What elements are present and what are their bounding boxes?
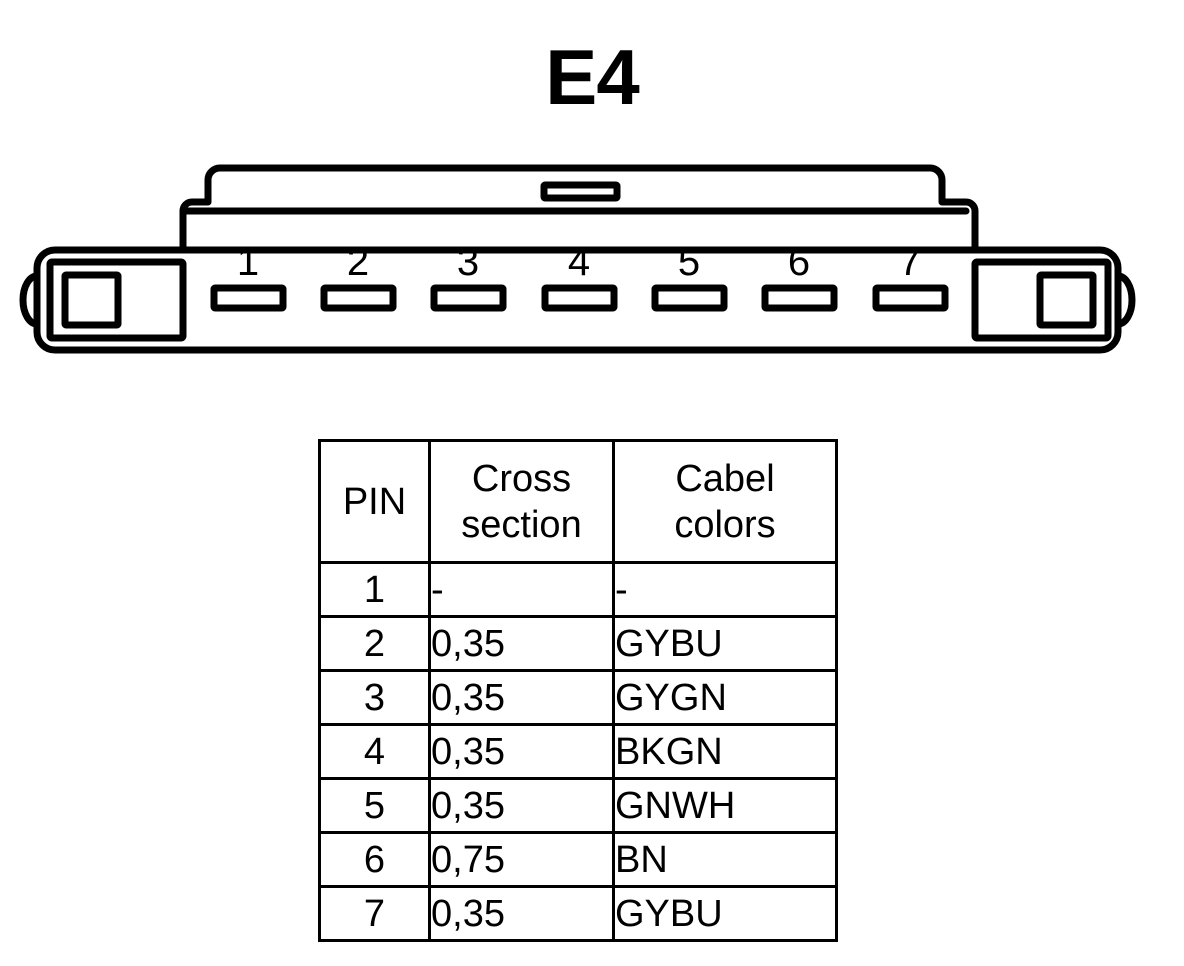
table-row: 6 0,75 BN [318,831,838,888]
pin-label-5: 5 [678,240,700,284]
table-row: 1 - - [318,561,838,618]
cell-cross-section: 0,35 [428,615,615,672]
cell-pin: 3 [318,669,431,726]
right-wing-latch-square [1036,271,1097,329]
pin-label-4: 4 [568,240,590,284]
cell-cable-colors: BKGN [612,723,838,780]
cell-cross-section: - [428,561,615,618]
right-side-bump [1114,272,1136,328]
cell-pin: 5 [318,777,431,834]
cell-pin: 6 [318,831,431,888]
pin-slot-7 [872,284,949,312]
column-header-cable-colors-line1: Cabel [675,457,775,500]
cell-pin: 1 [318,561,431,618]
column-header-pin: PIN [318,439,431,564]
right-wing-inner-rect [971,258,1112,342]
cell-cable-colors: GYBU [612,885,838,942]
pin-label-7: 7 [899,240,921,284]
center-latch-slot [540,181,621,202]
cell-cross-section: 0,35 [428,723,615,780]
left-side-bump [19,272,41,328]
column-header-cable-colors: Cabel colors [612,439,838,564]
table-row: 7 0,35 GYBU [318,885,838,942]
cell-pin: 7 [318,885,431,942]
column-header-pin-text: PIN [342,480,407,523]
cell-cross-section: 0,35 [428,669,615,726]
pin-slot-5 [651,284,728,312]
left-wing-latch-square [61,271,122,329]
column-header-cross-section-line1: Cross [471,457,572,500]
cell-cable-colors: GYGN [612,669,838,726]
cell-cross-section: 0,35 [428,777,615,834]
pin-label-2: 2 [347,240,369,284]
pin-label-3: 3 [457,240,479,284]
pin-slot-6 [761,284,838,312]
table-row: 3 0,35 GYGN [318,669,838,726]
cell-pin: 2 [318,615,431,672]
table-row: 2 0,35 GYBU [318,615,838,672]
pin-slot-3 [430,284,507,312]
table-row: 5 0,35 GNWH [318,777,838,834]
table-body: 1 - - 2 0,35 GYBU 3 0,35 GYGN 4 0,35 BKG… [318,561,838,942]
cell-cable-colors: - [612,561,838,618]
left-wing-inner-rect [46,258,187,342]
pin-slot-4 [541,284,618,312]
cell-cable-colors: BN [612,831,838,888]
pin-label-6: 6 [788,240,810,284]
pin-slot-2 [320,284,397,312]
pin-label-1: 1 [237,240,259,284]
connector-diagram: 1 2 3 4 5 6 7 [19,164,1136,354]
cell-pin: 4 [318,723,431,780]
cell-cross-section: 0,35 [428,885,615,942]
cell-cross-section: 0,75 [428,831,615,888]
table-header-row: PIN Cross section Cabel colors [318,439,838,564]
cell-cable-colors: GNWH [612,777,838,834]
column-header-cross-section-line2: section [461,503,582,546]
column-header-cable-colors-line2: colors [674,503,776,546]
pinout-table: PIN Cross section Cabel colors 1 - - 2 [318,439,838,942]
table-header: PIN Cross section Cabel colors [318,439,838,564]
pin-slot-1 [210,284,287,312]
page-title: E4 [545,33,639,121]
column-header-cross-section: Cross section [428,439,615,564]
cell-cable-colors: GYBU [612,615,838,672]
table-row: 4 0,35 BKGN [318,723,838,780]
